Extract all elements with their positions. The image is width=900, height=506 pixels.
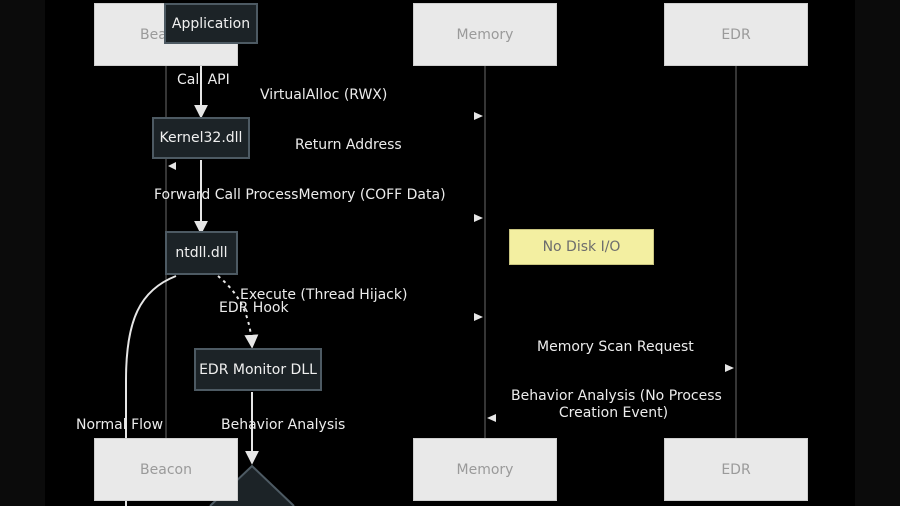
node-kernel32: Kernel32.dll — [152, 117, 250, 159]
arrowhead-memory-4 — [487, 414, 496, 422]
node-ntdll: ntdll.dll — [165, 231, 238, 275]
label-behavior-no-process-1: Behavior Analysis (No Process — [511, 388, 722, 404]
edge-normal-flow — [125, 275, 177, 506]
participant-memory-bottom: Memory — [413, 438, 557, 501]
label-forward-call: Forward Call ProcessMemory (COFF Data) — [154, 187, 446, 203]
label-execute: Execute (Thread Hijack) — [240, 287, 408, 303]
arrowhead-beacon-1 — [168, 162, 176, 170]
participant-beacon-bottom: Beacon — [94, 438, 238, 501]
arrowhead-memory-3 — [474, 313, 483, 321]
participant-edr-top: EDR — [664, 3, 808, 66]
label-behavior-no-process-2: Creation Event) — [558, 405, 669, 421]
label-normal-flow: Normal Flow — [76, 417, 164, 433]
arrowhead-edr-1 — [725, 364, 734, 372]
label-behavior-analysis: Behavior Analysis — [221, 417, 346, 433]
node-application: Application — [164, 3, 258, 44]
label-edr-hook: EDR Hook — [219, 300, 289, 316]
arrowhead-memory-2 — [474, 214, 483, 222]
edge-ntdll-edrmonitor — [217, 275, 259, 349]
arrowhead-memory-1 — [474, 112, 483, 120]
label-call-api: Call API — [177, 72, 230, 88]
participant-edr-bottom: EDR — [664, 438, 808, 501]
label-memory-scan: Memory Scan Request — [537, 339, 694, 355]
node-edr-monitor: EDR Monitor DLL — [194, 348, 322, 391]
participant-memory-top: Memory — [413, 3, 557, 66]
label-return-address: Return Address — [295, 137, 402, 153]
label-virtualalloc: VirtualAlloc (RWX) — [260, 87, 388, 103]
note-no-disk-io: No Disk I/O — [509, 229, 654, 265]
